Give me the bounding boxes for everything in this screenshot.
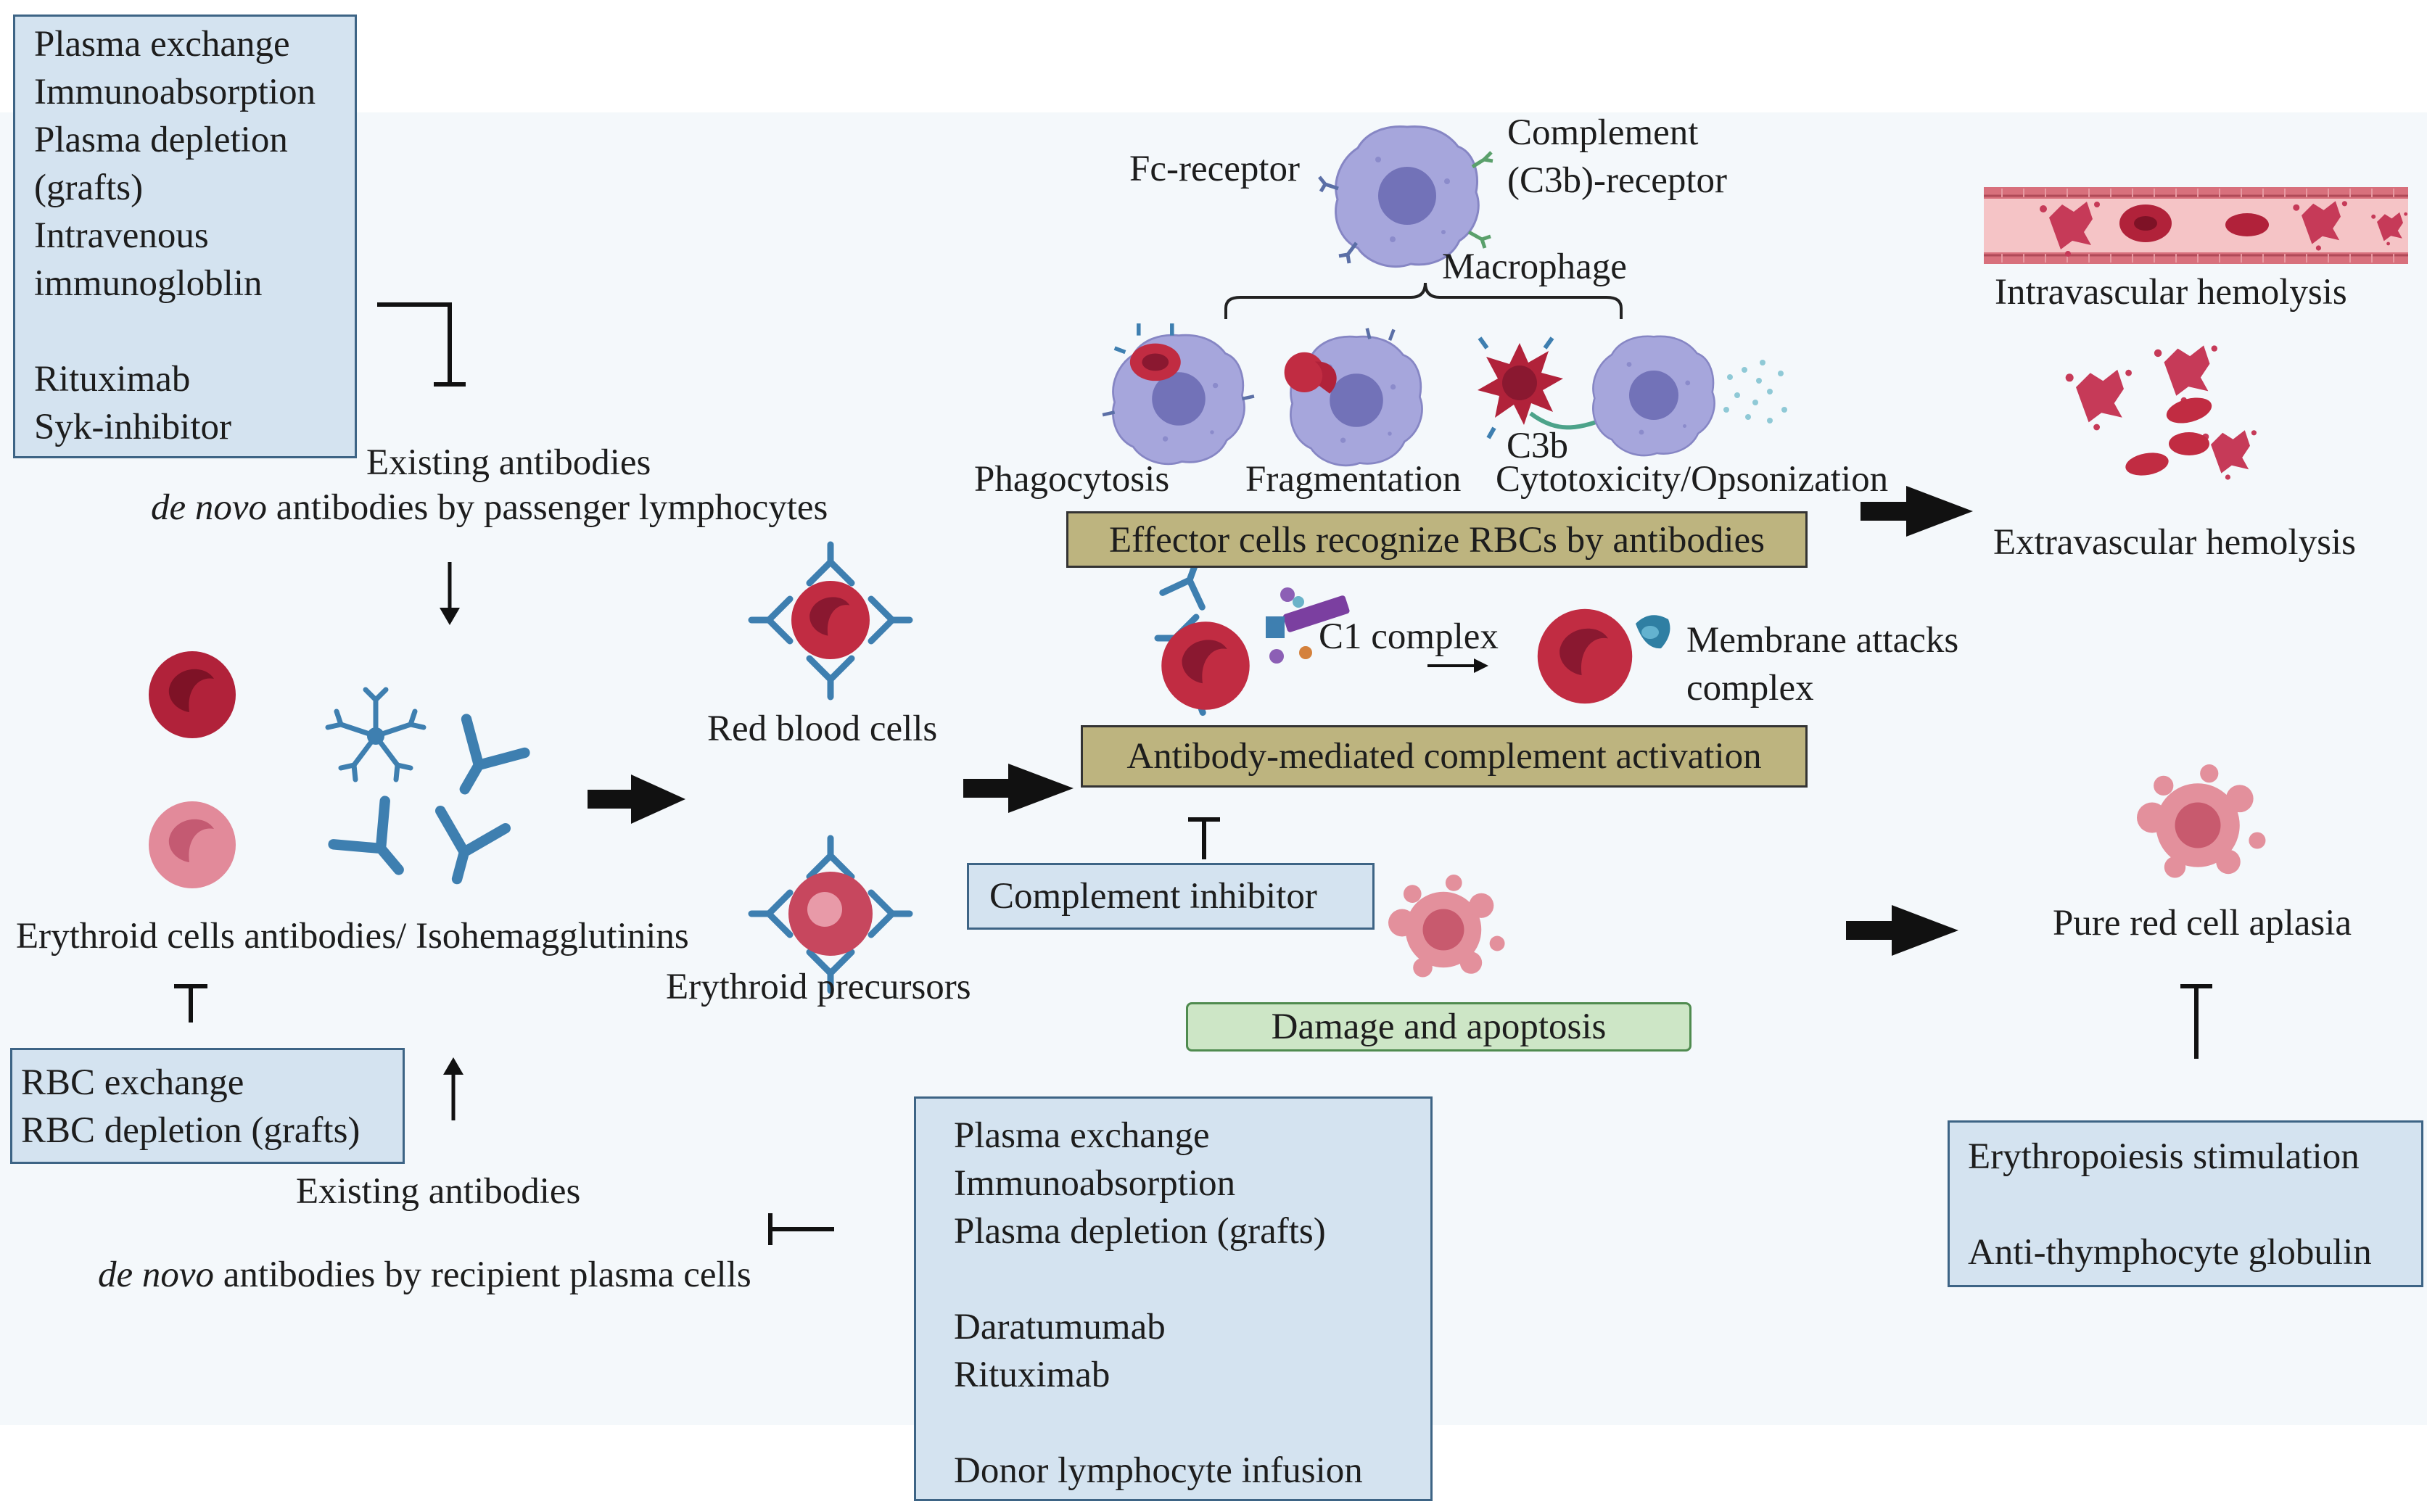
de-novo-italic: de novo bbox=[98, 1255, 215, 1295]
complement-inhibitor-box: Complement inhibitor bbox=[967, 863, 1375, 930]
rbc-icon bbox=[149, 801, 236, 888]
fragmentation-label: Fragmentation bbox=[1245, 459, 1462, 500]
existing-antibodies-bottom-label: Existing antibodies bbox=[296, 1171, 581, 1212]
effector-cells-bar: Effector cells recognize RBCs by antibod… bbox=[1066, 511, 1808, 568]
treatment-item: Immunoabsorption bbox=[954, 1163, 1236, 1204]
rbc-icon bbox=[149, 651, 236, 738]
treatment-item: Rituximab bbox=[34, 359, 191, 400]
existing-antibodies-top-label: Existing antibodies bbox=[366, 442, 651, 483]
treatment-item: Plasma depletion (grafts) bbox=[954, 1211, 1326, 1252]
treatment-spacer bbox=[954, 1255, 1430, 1303]
treatment-item: (grafts) bbox=[34, 168, 144, 208]
fragmentation-icon bbox=[1284, 328, 1423, 467]
treatment-spacer bbox=[1968, 1181, 2421, 1228]
apoptotic-cell-icon bbox=[2137, 764, 2266, 878]
intravascular-hemolysis-label: Intravascular hemolysis bbox=[1995, 272, 2347, 313]
phagocytosis-icon bbox=[1102, 323, 1255, 466]
c1-complex-icon bbox=[1158, 557, 1350, 720]
blood-vessel-icon bbox=[1984, 187, 2408, 264]
treatment-item: Donor lymphocyte infusion bbox=[954, 1450, 1363, 1491]
treatment-item: Plasma exchange bbox=[34, 24, 290, 65]
de-novo-passenger-label: de novo antibodies by passenger lymphocy… bbox=[151, 484, 828, 532]
complement-inhibitor-label: Complement inhibitor bbox=[989, 876, 1317, 917]
treatment-item: immunogloblin bbox=[34, 263, 263, 304]
treatment-item: Anti-thymphocyte globulin bbox=[1968, 1232, 2372, 1273]
treatment-spacer bbox=[34, 307, 355, 355]
treatment-box-rbc-removal: RBC exchange RBC depletion (grafts) bbox=[10, 1048, 405, 1164]
antibody-coated-rbc-icon bbox=[751, 545, 910, 697]
cytotoxicity-icon bbox=[1478, 335, 1787, 457]
macrophage-icon bbox=[1318, 125, 1493, 268]
treatment-item: RBC depletion (grafts) bbox=[21, 1110, 360, 1151]
de-novo-rest: antibodies by recipient plasma cells bbox=[214, 1255, 751, 1295]
erythroid-precursors-label: Erythroid precursors bbox=[666, 967, 971, 1007]
erythroid-antibodies-label: Erythroid cells antibodies/ Isohemagglut… bbox=[16, 916, 689, 957]
treatment-box-bottom-right: Erythropoiesis stimulation Anti-thymphoc… bbox=[1948, 1120, 2423, 1287]
mac-icon bbox=[1537, 608, 1670, 704]
pure-red-cell-aplasia-label: Pure red cell aplasia bbox=[2053, 903, 2352, 943]
treatment-spacer bbox=[954, 1399, 1430, 1447]
mac-label-1: Membrane attacks bbox=[1686, 620, 1959, 661]
treatment-item: RBC exchange bbox=[21, 1062, 244, 1103]
antibody-icon bbox=[436, 719, 525, 806]
de-novo-italic: de novo bbox=[151, 487, 268, 528]
treatment-item: Erythropoiesis stimulation bbox=[1968, 1136, 2360, 1177]
treatment-item: Intravenous bbox=[34, 215, 209, 256]
treatment-box-top-left: Plasma exchange Immunoabsorption Plasma … bbox=[13, 15, 357, 458]
treatment-item: Syk-inhibitor bbox=[34, 407, 232, 447]
macrophage-label: Macrophage bbox=[1442, 247, 1627, 287]
treatment-item: Immunoabsorption bbox=[34, 72, 316, 112]
treatment-item: Rituximab bbox=[954, 1355, 1111, 1395]
hemolysis-fragments-icon bbox=[2065, 345, 2257, 480]
extravascular-hemolysis-label: Extravascular hemolysis bbox=[1993, 522, 2356, 563]
fc-receptor-label: Fc-receptor bbox=[1129, 149, 1301, 189]
de-novo-rest: antibodies by passenger lymphocytes bbox=[267, 487, 828, 528]
treatment-item: Plasma exchange bbox=[954, 1115, 1210, 1156]
antibody-pentamer-icon bbox=[325, 687, 427, 782]
complement-receptor-label-1: Complement bbox=[1507, 112, 1699, 153]
treatment-box-bottom-center: Plasma exchange Immunoabsorption Plasma … bbox=[914, 1096, 1433, 1501]
damage-apoptosis-bar: Damage and apoptosis bbox=[1186, 1002, 1692, 1052]
de-novo-recipient-label: de novo antibodies by recipient plasma c… bbox=[98, 1251, 751, 1299]
antibody-icon bbox=[424, 811, 506, 888]
c3b-label: C3b bbox=[1507, 426, 1569, 466]
complement-receptor-label-2: (C3b)-receptor bbox=[1507, 160, 1728, 201]
apoptotic-cell-icon bbox=[1388, 875, 1505, 978]
c1-complex-label: C1 complex bbox=[1319, 616, 1499, 657]
antibody-icon bbox=[334, 801, 425, 892]
complement-activation-bar: Antibody-mediated complement activation bbox=[1081, 725, 1808, 788]
treatment-item: Daratumumab bbox=[954, 1307, 1166, 1347]
phagocytosis-label: Phagocytosis bbox=[974, 459, 1170, 500]
red-blood-cells-label: Red blood cells bbox=[707, 709, 938, 749]
cytotoxicity-label: Cytotoxicity/Opsonization bbox=[1496, 459, 1889, 500]
antibody-coated-precursor-icon bbox=[751, 838, 910, 991]
treatment-item: Plasma depletion bbox=[34, 120, 288, 160]
mac-label-2: complex bbox=[1686, 668, 1814, 709]
